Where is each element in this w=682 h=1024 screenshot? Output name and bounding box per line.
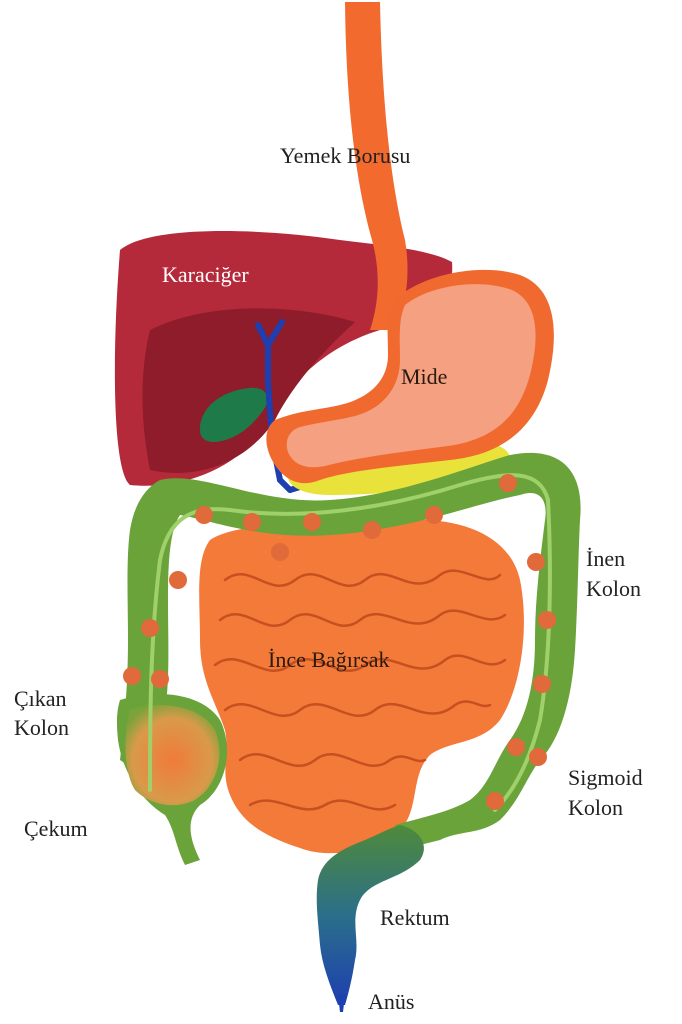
label-cecum: Çekum — [24, 815, 88, 843]
label-esophagus: Yemek Borusu — [280, 142, 410, 170]
label-sigmoid-colon-line2: Kolon — [568, 794, 623, 822]
label-ascending-colon-line1: Çıkan — [14, 685, 67, 713]
label-descending-colon-line1: İnen — [586, 545, 625, 573]
label-sigmoid-colon-line1: Sigmoid — [568, 764, 643, 792]
label-small-intestine: İnce Bağırsak — [268, 646, 390, 674]
label-descending-colon-line2: Kolon — [586, 575, 641, 603]
label-ascending-colon-line2: Kolon — [14, 714, 69, 742]
label-stomach: Mide — [401, 363, 447, 391]
label-anus: Anüs — [368, 988, 414, 1016]
label-liver: Karaciğer — [162, 261, 249, 289]
label-rectum: Rektum — [380, 904, 450, 932]
anus — [338, 995, 345, 1012]
